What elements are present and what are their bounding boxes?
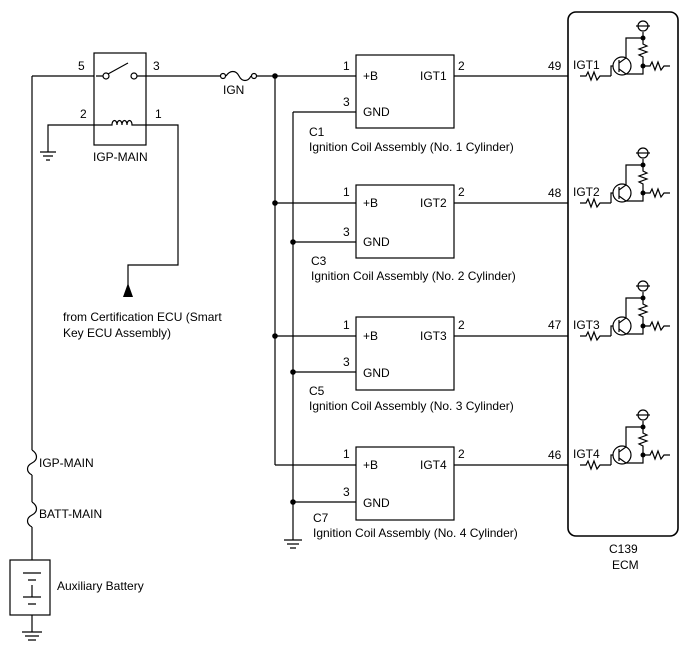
relay-pin-5: 5	[78, 59, 85, 73]
coil-name: Ignition Coil Assembly (No. 4 Cylinder)	[313, 526, 518, 540]
resistor-icon	[580, 70, 611, 82]
coil-pin-b: 1	[343, 185, 350, 199]
bus-lines	[272, 73, 356, 549]
transistor-icon	[618, 297, 643, 335]
coil-terminal-out: IGT1	[420, 69, 447, 83]
ignition-coil-1: 1 3 2 +B GND IGT1 C1 Ignition Coil Assem…	[309, 54, 580, 154]
power-supply-circuit: IGP-MAIN BATT-MAIN Auxiliary Battery 5 3…	[9, 52, 275, 641]
coil-pin-out: 2	[458, 185, 465, 199]
fuse-batt-main-icon	[26, 501, 38, 528]
ecm-name: ECM	[612, 558, 639, 572]
relay-pin-1: 1	[155, 107, 162, 121]
coil-pin-out: 2	[458, 447, 465, 461]
relay-coil-icon	[94, 119, 146, 126]
coil-connector: C7	[313, 511, 329, 525]
battery-icon	[9, 559, 51, 616]
fuse-batt-main-label: BATT-MAIN	[39, 507, 102, 521]
coil-name: Ignition Coil Assembly (No. 3 Cylinder)	[309, 399, 514, 413]
ecm: C139 ECM IGT1 IGT2	[567, 11, 679, 572]
coil-terminal-out: IGT3	[420, 329, 447, 343]
resistor-icon	[580, 197, 611, 209]
coil-terminal-b: +B	[363, 329, 378, 343]
relay-pin-2: 2	[80, 107, 87, 121]
coil-connector: C3	[311, 254, 327, 268]
transistor-icon	[618, 164, 643, 202]
relay-label: IGP-MAIN	[93, 150, 148, 164]
resistor-icon	[643, 320, 670, 332]
coil-pin-out: 2	[458, 318, 465, 332]
ignition-coil-4: 1 3 2 +B GND IGT4 C7 Ignition Coil Assem…	[313, 446, 580, 540]
ecm-pin: 47	[548, 318, 562, 332]
resistor-icon	[643, 449, 670, 461]
coil-pin-b: 1	[343, 59, 350, 73]
fuse-igp-main-label: IGP-MAIN	[39, 456, 94, 470]
coil-terminal-gnd: GND	[363, 366, 390, 380]
coil-terminal-gnd: GND	[363, 235, 390, 249]
ecm-pin: 48	[548, 186, 562, 200]
ecm-driver-2: IGT2	[573, 147, 670, 209]
ecm-connector: C139	[609, 542, 638, 556]
coil-terminal-b: +B	[363, 69, 378, 83]
transistor-icon	[618, 426, 643, 464]
coil-connector: C1	[309, 125, 325, 139]
ecm-driver-1: IGT1	[573, 20, 670, 82]
resistor-icon	[580, 330, 611, 342]
coil-pin-gnd: 3	[343, 485, 350, 499]
ecm-pin: 46	[548, 448, 562, 462]
coil-terminal-b: +B	[363, 196, 378, 210]
cert-ecu-label-2: Key ECU Assembly)	[63, 326, 171, 340]
ecm-signal-label: IGT2	[573, 185, 600, 199]
ecm-signal-label: IGT4	[573, 447, 600, 461]
battery-label: Auxiliary Battery	[57, 579, 144, 593]
ground-icon	[22, 631, 42, 641]
coil-pin-b: 1	[343, 318, 350, 332]
coil-terminal-out: IGT2	[420, 196, 447, 210]
cert-ecu-label-1: from Certification ECU (Smart	[63, 310, 222, 324]
ignition-coil-3: 1 3 2 +B GND IGT3 C5 Ignition Coil Assem…	[309, 316, 580, 413]
fuse-igp-main-icon	[26, 449, 38, 476]
ground-icon	[284, 539, 302, 549]
fuse-ign-label: IGN	[223, 83, 244, 97]
ecm-pin: 49	[548, 59, 562, 73]
coil-terminal-gnd: GND	[363, 496, 390, 510]
coil-terminal-b: +B	[363, 458, 378, 472]
ignition-coil-2: 1 3 2 +B GND IGT2 C3 Ignition Coil Assem…	[311, 184, 580, 283]
coil-pin-gnd: 3	[343, 355, 350, 369]
ecm-box	[567, 11, 679, 537]
coil-name: Ignition Coil Assembly (No. 1 Cylinder)	[309, 140, 514, 154]
coil-name: Ignition Coil Assembly (No. 2 Cylinder)	[311, 269, 516, 283]
ground-icon	[40, 151, 56, 161]
relay-igp-main: 5 3 2 1 IGP-MAIN	[78, 52, 162, 164]
coil-pin-out: 2	[458, 59, 465, 73]
coil-terminal-gnd: GND	[363, 105, 390, 119]
coil-pin-gnd: 3	[343, 225, 350, 239]
fuse-ign-icon	[225, 70, 252, 82]
coil-pin-b: 1	[343, 447, 350, 461]
ecm-signal-label: IGT3	[573, 318, 600, 332]
resistor-icon	[643, 60, 670, 72]
relay-pin-3: 3	[153, 59, 160, 73]
coil-pin-gnd: 3	[343, 95, 350, 109]
ecm-driver-3: IGT3	[573, 280, 670, 342]
arrow-up-icon	[123, 283, 133, 297]
coil-connector: C5	[309, 384, 325, 398]
ecm-signal-label: IGT1	[573, 58, 600, 72]
coil-terminal-out: IGT4	[420, 458, 447, 472]
resistor-icon	[580, 459, 611, 471]
ecm-driver-4: IGT4	[573, 409, 670, 471]
resistor-icon	[643, 187, 670, 199]
transistor-icon	[618, 37, 643, 75]
